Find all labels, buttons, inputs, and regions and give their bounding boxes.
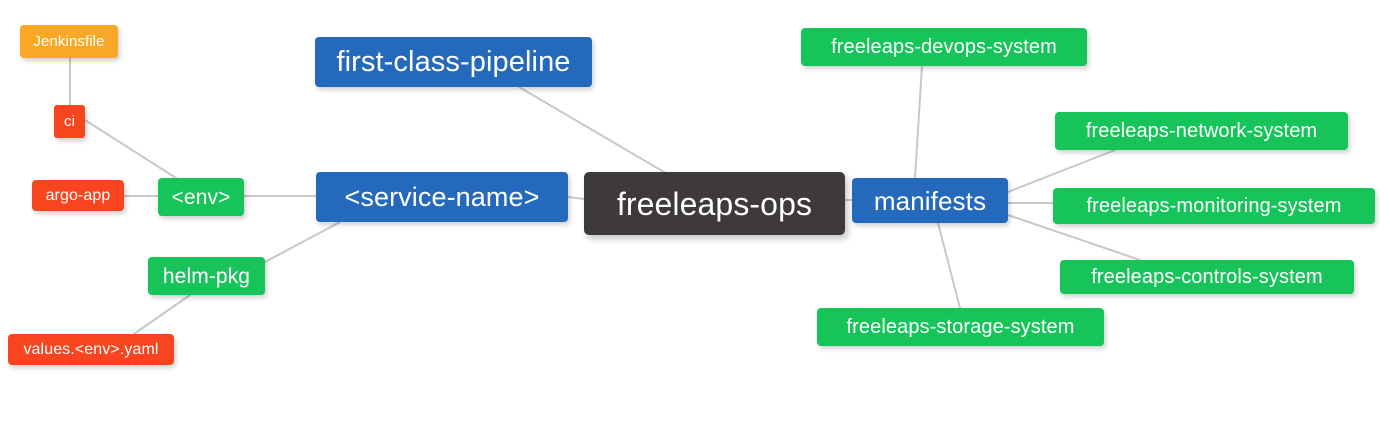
mindmap-node-service-name[interactable]: <service-name> (316, 172, 568, 222)
mindmap-node-values-env-yaml[interactable]: values.<env>.yaml (8, 334, 174, 365)
edge-helm-pkg-to-values-env-yaml (133, 294, 191, 335)
mindmap-node-ci[interactable]: ci (54, 105, 85, 138)
mindmap-node-manifests[interactable]: manifests (852, 178, 1008, 223)
mindmap-node-first-class-pipeline[interactable]: first-class-pipeline (315, 37, 592, 87)
mindmap-node-env[interactable]: <env> (158, 178, 244, 216)
mindmap-node-helm-pkg[interactable]: helm-pkg (148, 257, 265, 295)
node-label: <env> (171, 185, 231, 209)
node-label: manifests (873, 185, 987, 216)
mindmap-node-controls-system[interactable]: freeleaps-controls-system (1060, 260, 1354, 294)
mindmap-node-devops-system[interactable]: freeleaps-devops-system (801, 28, 1087, 66)
edge-manifests-to-storage-system (937, 222, 961, 309)
mindmap-node-jenkinsfile[interactable]: Jenkinsfile (20, 25, 118, 58)
node-label: values.<env>.yaml (23, 340, 159, 358)
edge-manifests-to-network-system (1007, 149, 1116, 193)
mindmap-node-network-system[interactable]: freeleaps-network-system (1055, 112, 1348, 150)
node-label: freeleaps-storage-system (846, 316, 1075, 338)
node-label: freeleaps-devops-system (831, 36, 1057, 58)
node-label: freeleaps-ops (616, 185, 813, 222)
edge-service-name-to-helm-pkg (264, 221, 341, 263)
edge-manifests-to-devops-system (914, 65, 923, 179)
node-label: helm-pkg (162, 264, 251, 288)
node-label: <service-name> (344, 181, 540, 212)
node-label: Jenkinsfile (33, 33, 105, 50)
node-label: freeleaps-network-system (1085, 120, 1318, 142)
node-label: freeleaps-monitoring-system (1086, 195, 1342, 217)
node-label: first-class-pipeline (336, 45, 571, 78)
edge-first-class-pipeline-to-freeleaps-ops (518, 86, 665, 173)
mindmap-node-storage-system[interactable]: freeleaps-storage-system (817, 308, 1104, 346)
node-label: ci (63, 113, 76, 130)
mindmap-node-freeleaps-ops[interactable]: freeleaps-ops (584, 172, 845, 235)
node-label: freeleaps-controls-system (1091, 266, 1323, 288)
mindmap-node-argo-app[interactable]: argo-app (32, 180, 124, 211)
edge-service-name-to-freeleaps-ops (567, 196, 585, 200)
mindmap-node-monitoring-system[interactable]: freeleaps-monitoring-system (1053, 188, 1375, 224)
edge-ci-to-env (84, 119, 177, 179)
node-label: argo-app (45, 186, 111, 204)
